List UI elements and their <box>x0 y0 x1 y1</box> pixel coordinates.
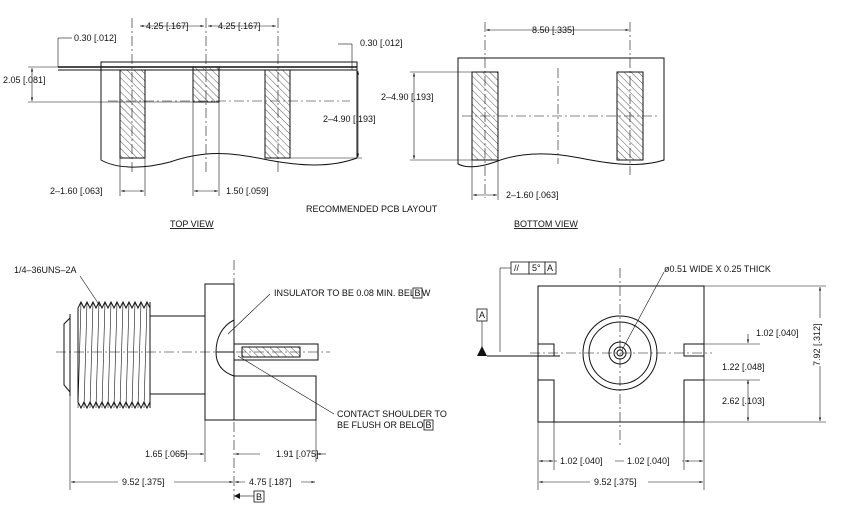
side-view-barrel-nose <box>63 317 71 393</box>
end-view-dim-center-height: 1.22 [.048] <box>722 362 765 372</box>
bottom-view-dim-pitch: 8.50 [.335] <box>532 25 575 35</box>
side-view-thread <box>77 300 151 410</box>
side-view-insulator-ref: B <box>415 288 421 298</box>
top-view: 4.25 [.167] 4.25 [.167] 0.30 [.012] 0.30… <box>3 18 403 229</box>
side-view-datum-b: B <box>256 492 262 502</box>
top-view-dim-gap-left: 0.30 [.012] <box>74 33 117 43</box>
end-view-body <box>537 285 705 423</box>
bottom-view-dim-width-pad: 2–1.60 [.063] <box>506 190 559 200</box>
top-view-dim-pitch-right: 4.25 [.167] <box>218 21 261 31</box>
end-view-fcf-datum: A <box>547 263 553 273</box>
bottom-view-title: BOTTOM VIEW <box>514 219 578 229</box>
end-view: // 5° A A ø0.51 WIDE X 0.25 THICK <box>476 261 826 490</box>
side-view-dim-offset: 4.75 [.187] <box>249 477 292 487</box>
top-view-dim-height-small: 2.05 [.081] <box>3 75 46 85</box>
top-view-dim-width-pad: 2–1.60 [.063] <box>50 186 103 196</box>
end-view-dim-overall-width: 9.52 [.375] <box>594 477 637 487</box>
side-view-dim-overall: 9.52 [.375] <box>122 477 165 487</box>
top-view-dim-center-pad: 1.50 [.059] <box>226 186 269 196</box>
top-view-board-outline <box>100 61 358 168</box>
side-view-contact-note-1: CONTACT SHOULDER TO <box>337 409 447 419</box>
top-view-dim-height-pad: 2–4.90 [.193] <box>323 114 376 124</box>
bottom-view: 8.50 [.335] 2–4.90 [.193] 2–1.60 [.063] … <box>381 22 665 229</box>
side-view-contact-note-2: BE FLUSH OR BELOW <box>337 420 433 430</box>
top-view-pad-right <box>264 69 291 159</box>
side-view-dim-contact: 1.91 [.075] <box>276 449 319 459</box>
side-view-contact-ref: B <box>426 420 432 430</box>
end-view-fcf-symbol: // <box>514 263 520 273</box>
side-view-dim-flange: 1.65 [.065] <box>145 449 188 459</box>
top-view-title: TOP VIEW <box>170 219 214 229</box>
side-view-insulator-note: INSULATOR TO BE 0.08 MIN. BELOW <box>274 288 431 298</box>
bottom-view-dim-height-pad: 2–4.90 [.193] <box>381 92 434 102</box>
side-view: 1/4–36UNS–2A INSULATOR TO BE 0.08 MIN. B… <box>14 260 447 503</box>
end-view-dim-leg-height: 2.62 [.103] <box>722 396 765 406</box>
end-view-dim-leg-left: 1.02 [.040] <box>560 456 603 466</box>
end-view-datum-a: A <box>479 310 485 320</box>
layout-title: RECOMMENDED PCB LAYOUT <box>306 204 438 214</box>
top-view-pad-left <box>119 69 146 159</box>
end-view-fcf-tolerance: 5° <box>532 263 541 273</box>
end-view-dim-total-height: 7.92 [.312] <box>812 323 822 366</box>
end-view-dim-pin-height: 1.02 [.040] <box>756 328 799 338</box>
bottom-view-board-outline <box>457 57 665 168</box>
end-view-dim-leg-right: 1.02 [.040] <box>627 456 670 466</box>
end-view-slot-note: ø0.51 WIDE X 0.25 THICK <box>664 264 771 274</box>
side-view-thread-label: 1/4–36UNS–2A <box>14 265 77 275</box>
top-view-dim-pitch-left: 4.25 [.167] <box>146 21 189 31</box>
top-view-dim-gap-right: 0.30 [.012] <box>360 38 403 48</box>
